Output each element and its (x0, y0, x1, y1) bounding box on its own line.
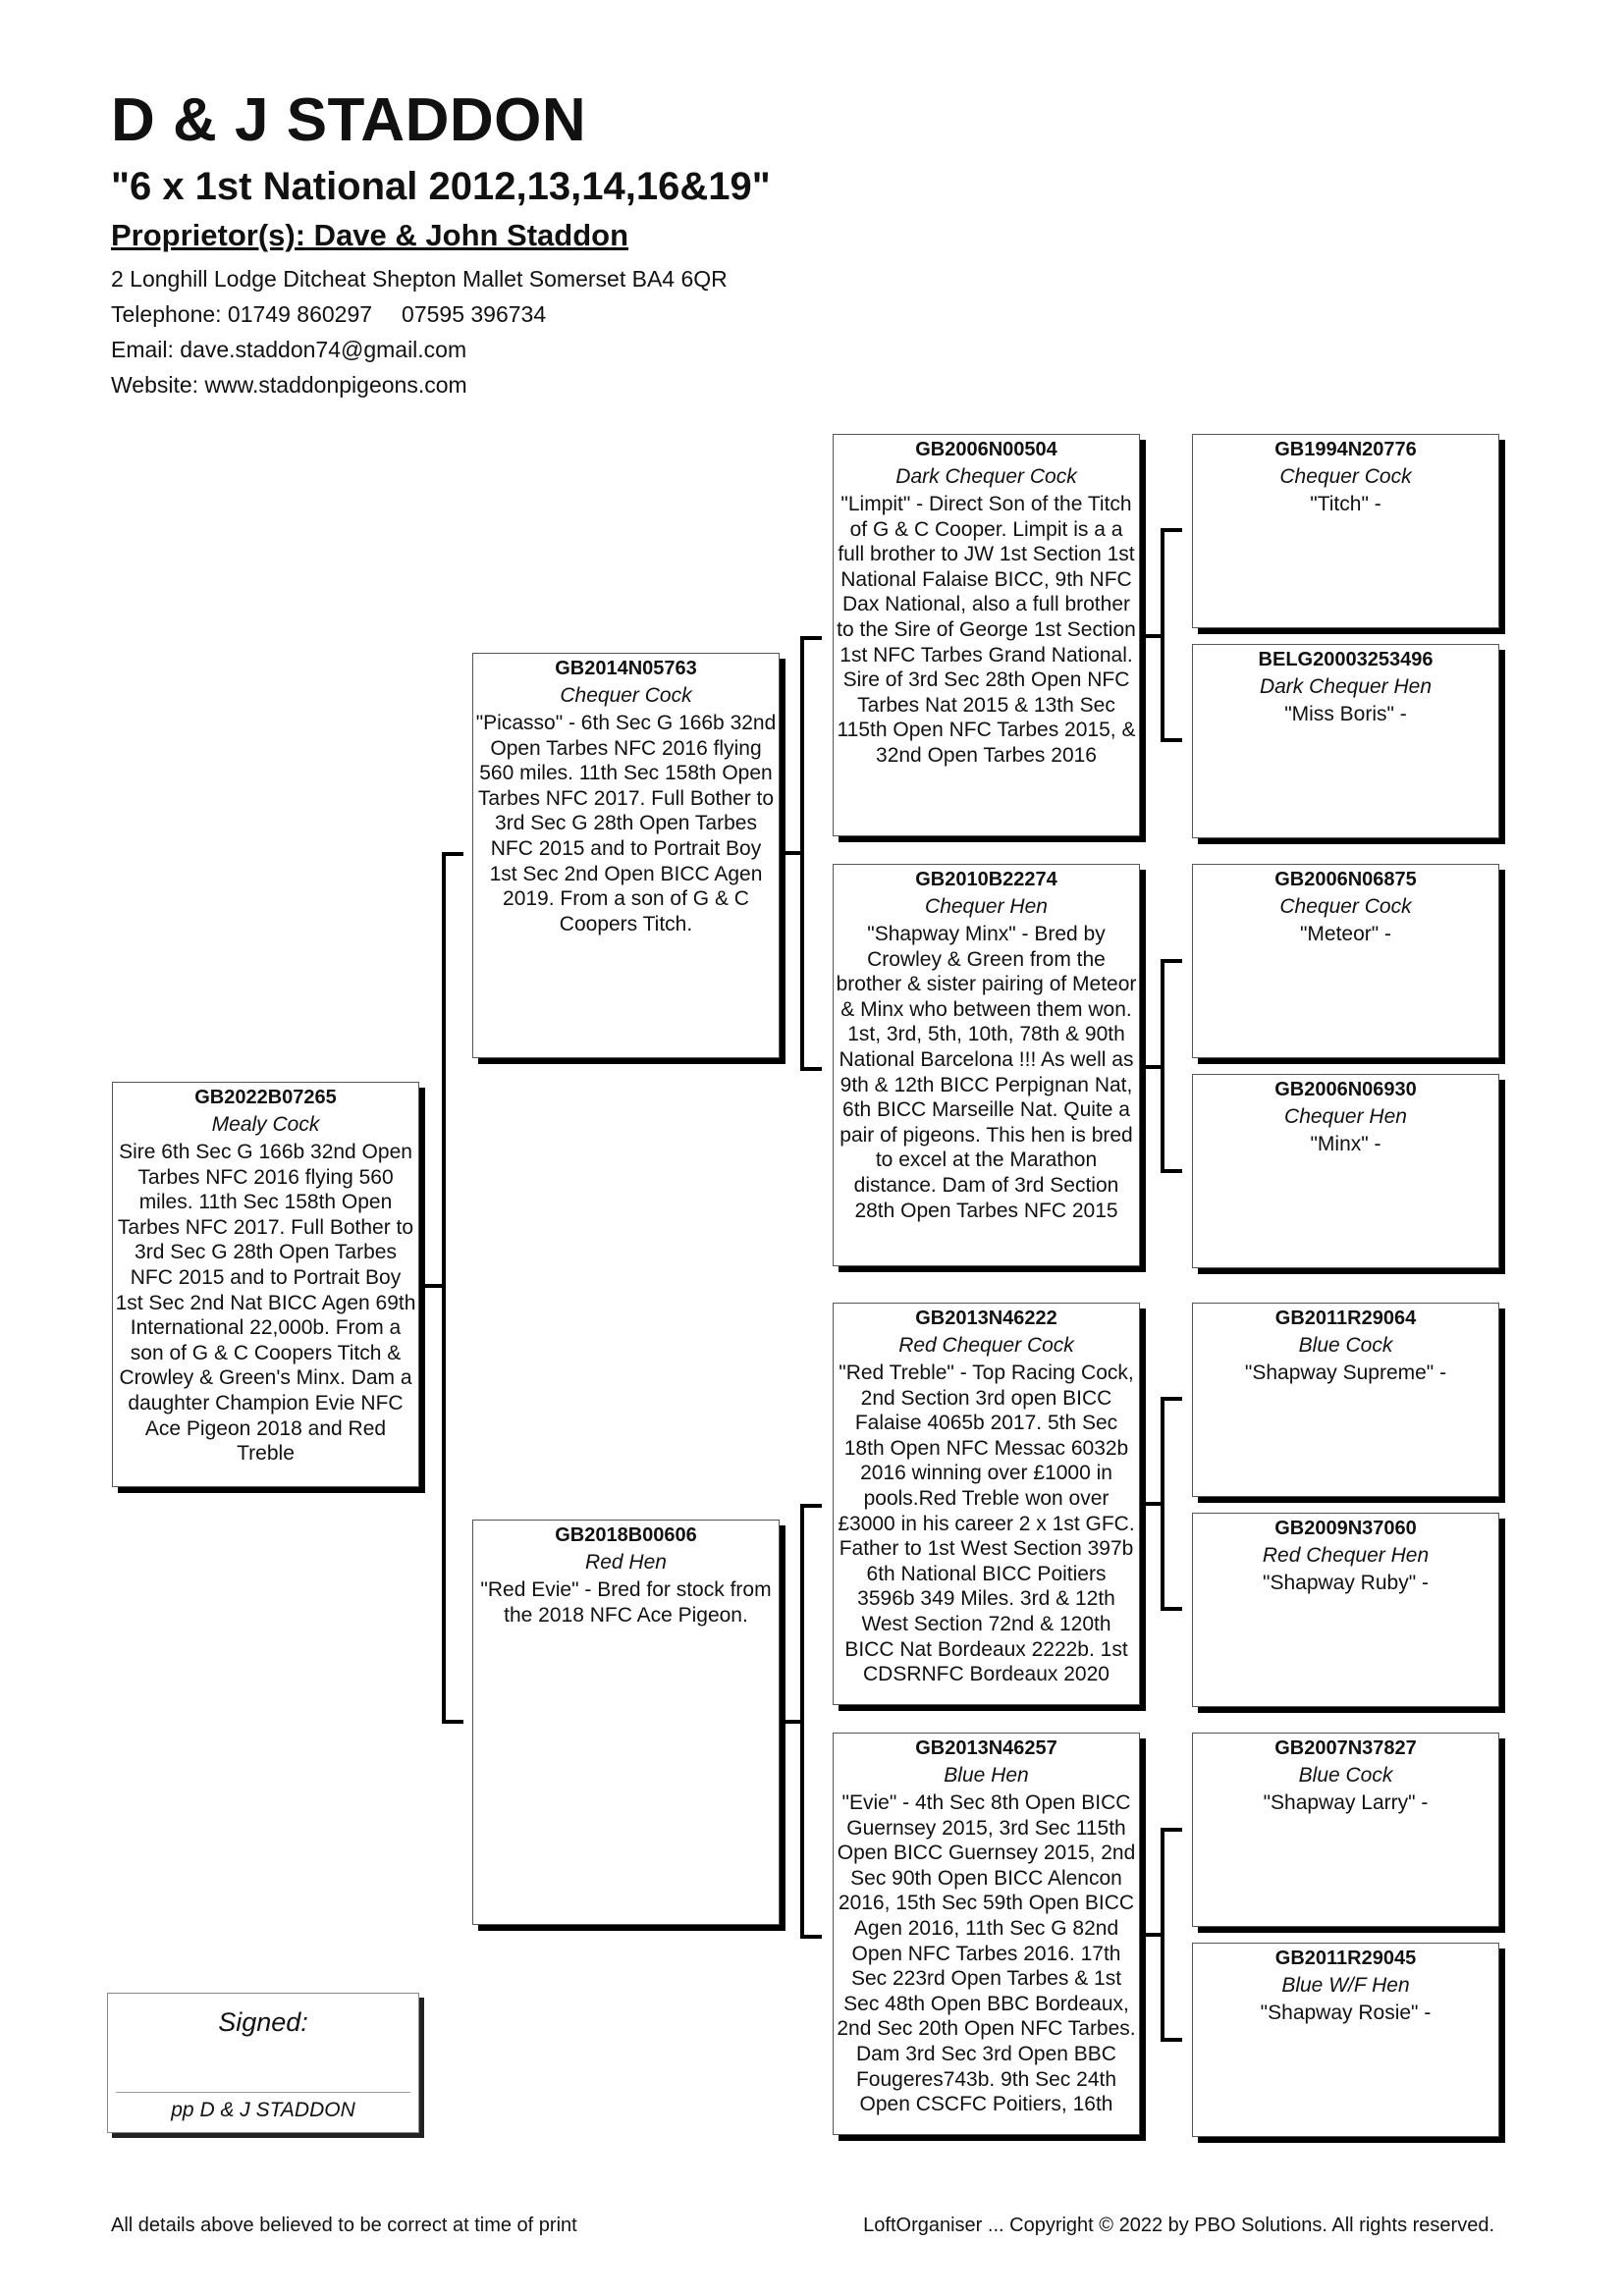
bird-color: Chequer Cock (560, 684, 692, 707)
bird-color: Blue Hen (944, 1764, 1029, 1787)
connector-dam-bottom-tick (800, 1935, 822, 1939)
bird-notes: "Titch" - (1310, 493, 1381, 515)
bird-notes: "Red Evie" - Bred for stock from the 201… (480, 1578, 772, 1627)
bird-notes: Sire 6th Sec G 166b 32nd Open Tarbes NFC… (115, 1141, 416, 1466)
bird-color: Blue Cock (1298, 1764, 1393, 1787)
bird-notes: "Shapway Rosie" - (1260, 2002, 1432, 2024)
connector-sd-top-tick (1161, 959, 1182, 963)
connector-gen1-stub (424, 1284, 446, 1288)
header: D & J STADDON "6 x 1st National 2012,13,… (111, 90, 1486, 402)
bird-notes: "Shapway Larry" - (1263, 1791, 1429, 1814)
bird-color: Chequer Cock (1279, 895, 1412, 918)
address-line: 2 Longhill Lodge Ditcheat Shepton Mallet… (111, 266, 728, 293)
telephone-primary: Telephone: 01749 860297 (111, 301, 373, 328)
connector-dd-bottom-tick (1161, 2038, 1182, 2042)
ring-number: GB2013N46257 (915, 1737, 1057, 1759)
pedigree-card-subject: GB2022B07265 Mealy Cock Sire 6th Sec G 1… (112, 1082, 419, 1487)
connector-ss-bottom-tick (1161, 738, 1182, 742)
connector-dam-top-tick (800, 1504, 822, 1508)
pedigree-card-sdd: GB2006N06930 Chequer Hen "Minx" - (1192, 1074, 1499, 1268)
ring-number: GB2022B07265 (194, 1087, 337, 1108)
pedigree-card-dss: GB2011R29064 Blue Cock "Shapway Supreme"… (1192, 1303, 1499, 1497)
pedigree-card-dd: GB2013N46257 Blue Hen "Evie" - 4th Sec 8… (833, 1733, 1140, 2135)
email-line: Email: dave.staddon74@gmail.com (111, 337, 467, 363)
connector-sire-stub (783, 851, 804, 855)
pedigree-card-dsd: GB2009N37060 Red Chequer Hen "Shapway Ru… (1192, 1513, 1499, 1707)
ring-number: GB2013N46222 (915, 1308, 1057, 1329)
ring-number: GB2009N37060 (1274, 1518, 1417, 1539)
bird-color: Dark Chequer Cock (895, 465, 1077, 488)
ring-number: BELG20003253496 (1258, 649, 1434, 670)
telephone-secondary: 07595 396734 (402, 301, 547, 328)
connector-ss-top-tick (1161, 528, 1182, 532)
bird-color: Blue W/F Hen (1281, 1974, 1410, 1997)
bird-notes: "Miss Boris" - (1284, 703, 1407, 725)
connector-dam-stub (783, 1720, 804, 1724)
signature-label: Signed: (218, 2007, 308, 2037)
bird-notes: "Shapway Supreme" - (1244, 1362, 1447, 1384)
pedigree-card-sds: GB2006N06875 Chequer Cock "Meteor" - (1192, 864, 1499, 1058)
footer-copyright: LoftOrganiser ... Copyright © 2022 by PB… (863, 2215, 1494, 2236)
connector-gen1-sire-tick (442, 852, 463, 856)
bird-color: Chequer Hen (1284, 1105, 1407, 1128)
pedigree-card-ssd: BELG20003253496 Dark Chequer Hen "Miss B… (1192, 644, 1499, 838)
website-line: Website: www.staddonpigeons.com (111, 372, 467, 399)
pedigree-card-ds: GB2013N46222 Red Chequer Cock "Red Trebl… (833, 1303, 1140, 1705)
ring-number: GB2006N06875 (1274, 869, 1417, 890)
ring-number: GB2018B00606 (555, 1524, 697, 1546)
bird-color: Chequer Cock (1279, 465, 1412, 488)
ring-number: GB2010B22274 (915, 869, 1057, 890)
bird-color: Red Chequer Cock (898, 1334, 1074, 1357)
ring-number: GB2011R29045 (1274, 1948, 1417, 1969)
connector-sire-top-tick (800, 636, 822, 640)
connector-sd-stub (1143, 1065, 1164, 1069)
pedigree-card-sss: GB1994N20776 Chequer Cock "Titch" - (1192, 434, 1499, 628)
bird-color: Mealy Cock (211, 1113, 320, 1136)
telephone-line: Telephone: 01749 860297 07595 396734 (111, 296, 1486, 332)
bird-notes: "Limpit" - Direct Son of the Titch of G … (837, 493, 1136, 767)
bird-notes: "Shapway Ruby" - (1263, 1572, 1429, 1594)
pedigree-card-ss: GB2006N00504 Dark Chequer Cock "Limpit" … (833, 434, 1140, 836)
connector-dd-top-tick (1161, 1828, 1182, 1832)
connector-ss-stub (1143, 634, 1164, 638)
bird-notes: "Red Treble" - Top Racing Cock, 2nd Sect… (838, 1362, 1135, 1686)
bird-color: Red Chequer Hen (1262, 1544, 1430, 1567)
connector-ds-stub (1143, 1502, 1164, 1506)
pedigree-card-sd: GB2010B22274 Chequer Hen "Shapway Minx" … (833, 864, 1140, 1266)
bird-notes: "Evie" - 4th Sec 8th Open BICC Guernsey … (837, 1791, 1136, 2116)
bird-notes: "Shapway Minx" - Bred by Crowley & Green… (836, 923, 1137, 1222)
page-subtitle: "6 x 1st National 2012,13,14,16&19" (111, 165, 771, 208)
bird-color: Blue Cock (1298, 1334, 1393, 1357)
bird-notes: "Meteor" - (1299, 923, 1392, 945)
ring-number: GB2006N06930 (1274, 1079, 1417, 1100)
ring-number: GB2006N00504 (915, 439, 1057, 460)
signature-rule (116, 2092, 410, 2093)
bird-notes: "Picasso" - 6th Sec G 166b 32nd Open Tar… (475, 712, 777, 935)
connector-sd-bottom-tick (1161, 1169, 1182, 1173)
ring-number: GB2007N37827 (1274, 1737, 1417, 1759)
bird-color: Chequer Hen (925, 895, 1048, 918)
bird-color: Red Hen (585, 1551, 667, 1574)
pedigree-card-ddd: GB2011R29045 Blue W/F Hen "Shapway Rosie… (1192, 1943, 1499, 2137)
connector-ds-top-tick (1161, 1397, 1182, 1401)
connector-sire-bottom-tick (800, 1067, 822, 1071)
bird-notes: "Minx" - (1310, 1133, 1381, 1155)
ring-number: GB2011R29064 (1274, 1308, 1417, 1329)
contact-block: 2 Longhill Lodge Ditcheat Shepton Mallet… (111, 261, 1486, 402)
footer-disclaimer: All details above believed to be correct… (111, 2215, 577, 2236)
signature-box: Signed: pp D & J STADDON (107, 1993, 419, 2133)
proprietor-line: Proprietor(s): Dave & John Staddon (111, 218, 629, 252)
signature-name: pp D & J STADDON (171, 2099, 355, 2121)
bird-color: Dark Chequer Hen (1259, 675, 1433, 698)
ring-number: GB1994N20776 (1274, 439, 1417, 460)
connector-gen1-vertical (442, 852, 446, 1724)
page-title: D & J STADDON (111, 86, 587, 154)
pedigree-card-dds: GB2007N37827 Blue Cock "Shapway Larry" - (1192, 1733, 1499, 1927)
connector-ds-bottom-tick (1161, 1607, 1182, 1611)
ring-number: GB2014N05763 (555, 658, 697, 679)
pedigree-card-sire: GB2014N05763 Chequer Cock "Picasso" - 6t… (472, 653, 780, 1058)
connector-gen1-dam-tick (442, 1720, 463, 1724)
pedigree-card-dam: GB2018B00606 Red Hen "Red Evie" - Bred f… (472, 1520, 780, 1925)
connector-dd-stub (1143, 1933, 1164, 1937)
